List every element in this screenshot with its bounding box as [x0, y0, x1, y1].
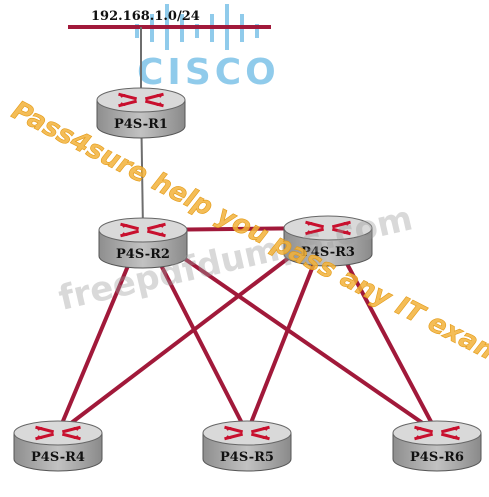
cisco-logo-text: CISCO: [137, 52, 280, 93]
router-r3: P4S-R3: [283, 215, 373, 267]
router-label: P4S-R4: [31, 450, 85, 465]
router-label: P4S-R6: [410, 450, 464, 465]
link-r2-r6: [141, 228, 439, 435]
router-r1: P4S-R1: [96, 87, 186, 139]
router-icon: [96, 87, 186, 139]
router-icon: [283, 215, 373, 267]
router-r6: P4S-R6: [392, 420, 482, 472]
router-icon: [392, 420, 482, 472]
link-r3-r4: [56, 226, 330, 435]
router-r5: P4S-R5: [202, 420, 292, 472]
router-label: P4S-R3: [301, 245, 355, 260]
router-label: P4S-R1: [114, 117, 168, 132]
router-label: P4S-R5: [220, 450, 274, 465]
network-label: 192.168.1.0/24: [91, 9, 200, 24]
router-icon: [98, 217, 188, 269]
network-segment: 192.168.1.0/24: [68, 9, 271, 29]
router-label: P4S-R2: [116, 247, 170, 262]
pass4sure-watermark: Pass4sure help you pass any IT exam!: [7, 96, 489, 376]
router-r4: P4S-R4: [13, 420, 103, 472]
router-r2: P4S-R2: [98, 217, 188, 269]
router-icon: [13, 420, 103, 472]
router-icon: [202, 420, 292, 472]
